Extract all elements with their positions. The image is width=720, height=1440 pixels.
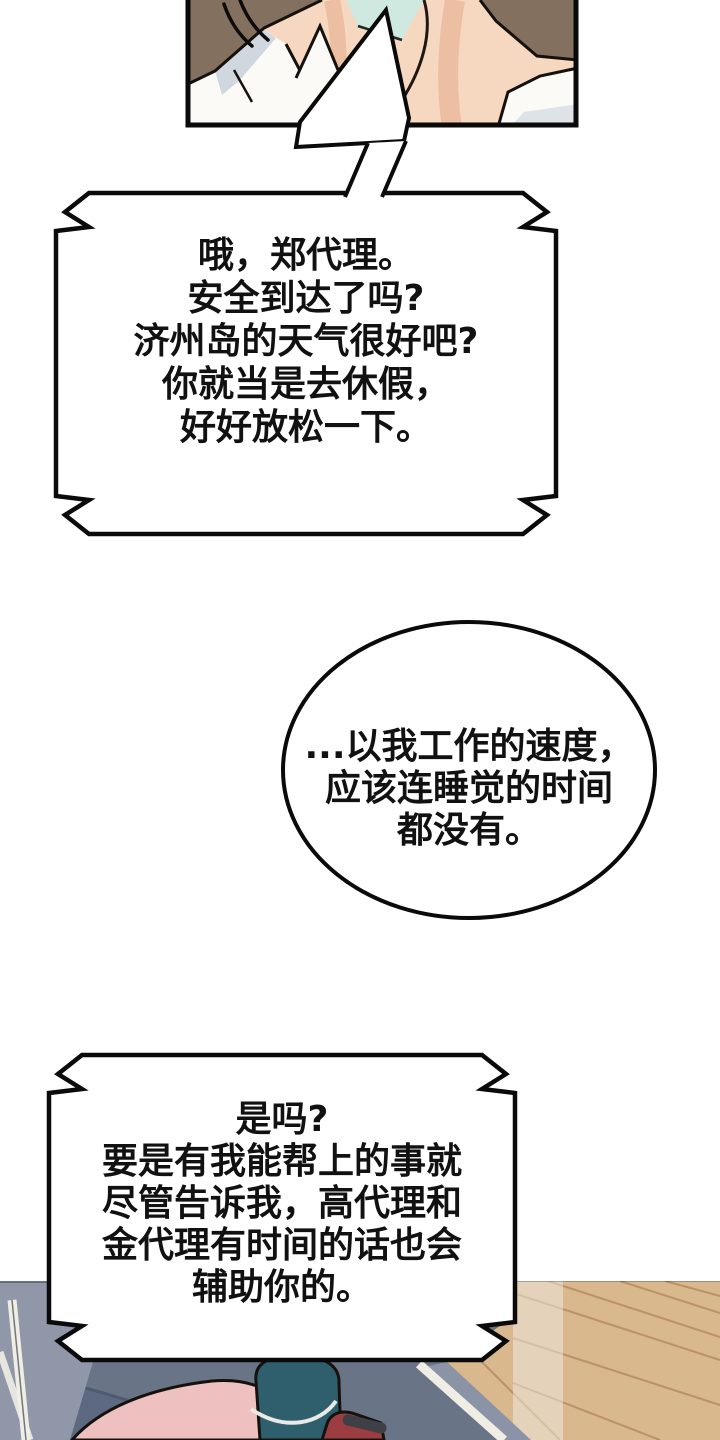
dialogue-line: 你就当是去休假， [161, 364, 450, 405]
phone-call-dialogue: 哦，郑代理。 安全到达了吗? 济州岛的天气很好吧? 你就当是去休假， 好好放松一… [58, 193, 554, 534]
dialogue-line: 都没有。 [396, 810, 541, 851]
lightning-tail-edge-left [343, 142, 370, 198]
reply-dialogue: 是吗? 要是有我能帮上的事就 尽管告诉我，高代理和 金代理有时间的话也会 辅助你… [49, 1055, 515, 1360]
wall-light-band [513, 1281, 563, 1440]
hand-shadow [438, 0, 465, 123]
plank-lines [469, 1281, 720, 1440]
sheet-trim [416, 1360, 507, 1440]
thought-dialogue: ...以我工作的速度， 应该连睡觉的时间 都没有。 [283, 622, 655, 918]
shirt-left [190, 29, 312, 123]
shoulder-outline [497, 67, 574, 123]
lightning-tail-upper [293, 5, 412, 150]
thought-bubble [281, 620, 657, 920]
lightning-tail-edge-right [380, 140, 408, 198]
dialogue-line: 金代理有时间的话也会 [101, 1224, 462, 1266]
lightning-tail-lower [345, 141, 406, 197]
armrest-trim-edge [11, 1299, 27, 1440]
speech-bubble-phone [53, 190, 559, 537]
dialogue-line: 是吗? [235, 1098, 329, 1140]
floor-planks [469, 1281, 720, 1440]
shirt-left-shade [215, 29, 276, 95]
motion-mark-1 [222, 2, 254, 48]
dialogue-line: 济州岛的天气很好吧? [133, 321, 479, 362]
bag-piping [249, 1399, 338, 1425]
hair-right-edge [478, 0, 574, 62]
collar-outline [294, 22, 340, 79]
hair-right [480, 0, 574, 60]
dialogue-line: 要是有我能帮上的事就 [101, 1140, 462, 1182]
dialogue-line: 应该连睡觉的时间 [324, 768, 613, 809]
dark-strap [342, 1414, 387, 1434]
dialogue-line: 哦，郑代理。 [197, 235, 414, 276]
hair-left-edge [190, 0, 323, 85]
speech-bubble-reply [46, 1052, 518, 1363]
bed-edge-band [428, 1362, 531, 1440]
dialogue-line: 好好放松一下。 [179, 407, 432, 448]
dialogue-line: 辅助你的。 [191, 1266, 372, 1308]
dialogue-line: 尽管告诉我，高代理和 [101, 1182, 462, 1224]
motion-mark-2 [238, 0, 270, 42]
dialogue-line: 安全到达了吗? [187, 278, 425, 319]
shirt-fold-line [232, 69, 254, 103]
dialogue-line: ...以我工作的速度， [304, 726, 634, 767]
shoulder-shade [513, 104, 574, 123]
